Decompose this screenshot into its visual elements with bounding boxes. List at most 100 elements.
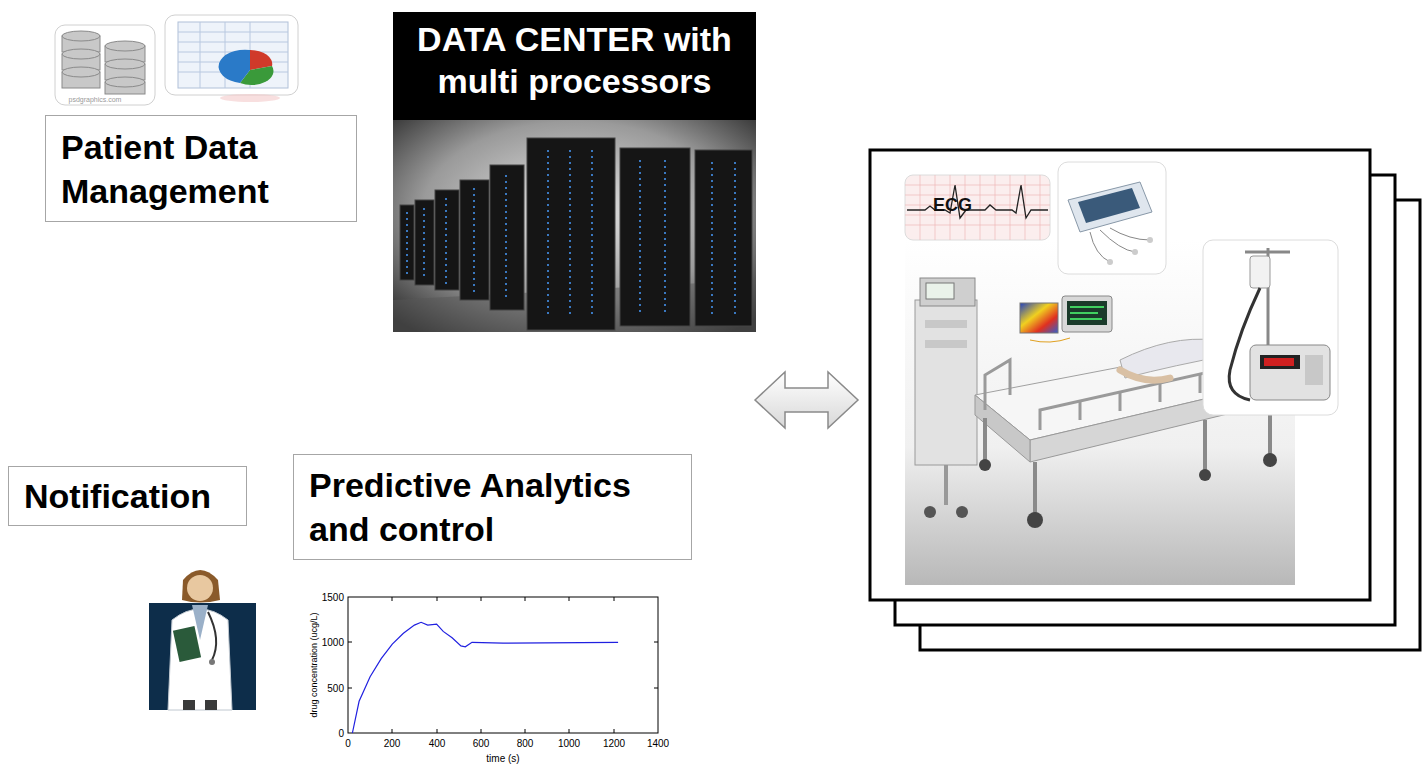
tick-label: 0 [345,738,351,749]
illustration-part [905,185,1050,186]
illustration-part [1100,230,1135,252]
node-text: Notification [24,475,232,517]
illustration-part [1058,162,1166,274]
illustration-part [208,612,216,660]
illustration-part [445,198,447,284]
illustration-part [920,278,975,306]
illustration-part [348,642,352,643]
ecg-card-art [905,175,1050,240]
illustration-part [956,506,968,518]
illustration-part [985,360,1010,410]
illustration-part [1264,358,1294,366]
illustration-part [62,67,100,77]
illustration-part [1305,355,1323,385]
illustration-part [1062,296,1112,332]
illustration-part [490,165,524,310]
illustration-part [1147,237,1153,243]
illustration-part [1070,307,1104,319]
illustration-part [525,597,526,601]
illustration-part [105,41,145,51]
illustration-part [711,162,713,315]
illustration-part [423,208,425,278]
illustration-part [1159,382,1162,402]
doctor-figure [149,570,256,710]
illustration-part [505,175,507,300]
illustration-part [407,150,735,318]
illustration-part [985,360,1240,430]
illustration-part [1070,318,1102,320]
illustration-part [1020,303,1058,333]
illustration-part [392,597,393,601]
illustration-part [55,25,155,105]
illustration-part [481,729,482,733]
node-text: ECG [933,194,1050,216]
tick-label: 1200 [603,738,625,749]
illustration-part [614,729,615,733]
illustration-part [979,459,991,471]
illustration-part [734,162,736,315]
double-arrow [755,372,858,428]
illustration-part [569,729,570,733]
illustration-part [924,506,936,518]
illustration-part [348,597,658,733]
illustration-part [348,688,352,689]
illustration-part [985,405,1270,515]
illustration-part [437,729,438,733]
illustration-part [905,205,1050,206]
tick-label: 1400 [647,738,669,749]
illustration-part [1250,256,1270,288]
illustration-part [1260,355,1300,369]
tick-label: 200 [384,738,401,749]
drug-concentration-chart [348,597,658,733]
tick-label: 1500 [322,592,344,603]
illustration-part [915,300,977,465]
axis-title: time (s) [486,753,519,764]
illustration-part [569,597,570,601]
illustration-part [209,659,215,665]
illustration-part [473,188,475,292]
illustration-part [62,31,100,41]
illustration-part [525,729,526,733]
tick-label: 500 [327,683,344,694]
illustration-part [1199,469,1211,481]
illustration-part [183,700,195,710]
illustration-part [1070,306,1104,308]
header-box: DATA CENTER with multi processors [393,12,756,120]
illustration-part [415,200,434,285]
illustration-part [1203,420,1207,470]
illustration-part [1263,453,1277,467]
illustration-part [1078,188,1140,223]
illustration-part [178,42,288,43]
illustration-part [1120,370,1170,380]
illustration-part [400,205,414,280]
illustration-part [178,22,288,88]
ecg-card: ECG [905,175,1050,240]
illustration-part [62,31,145,94]
illustration-part [1132,249,1138,255]
illustration-part [925,340,967,348]
label-box: Notification [8,466,247,526]
tick-label: 400 [429,738,446,749]
illustration-part [187,575,213,601]
illustration-part [620,148,690,326]
illustration-part [481,597,482,601]
illustration-part [1033,462,1037,515]
node-text: Patient Data Management [61,125,342,213]
illustration-part [165,15,298,95]
illustration-part [547,150,549,318]
illustration-part [920,175,921,240]
watermark: psdgraphics.com [69,96,122,103]
illustration-part [1068,182,1152,232]
illustration-part [149,603,256,710]
tick-label: 1000 [558,738,580,749]
illustration-part [664,160,666,315]
illustration-part [995,175,996,240]
label-box: Patient Data Management [45,115,357,222]
illustration-part [205,700,217,710]
illustration-part [178,22,288,88]
illustration-part [975,395,1030,462]
illustration-part [219,50,250,83]
illustration-part [1199,373,1202,393]
concentration-curve [352,622,618,733]
